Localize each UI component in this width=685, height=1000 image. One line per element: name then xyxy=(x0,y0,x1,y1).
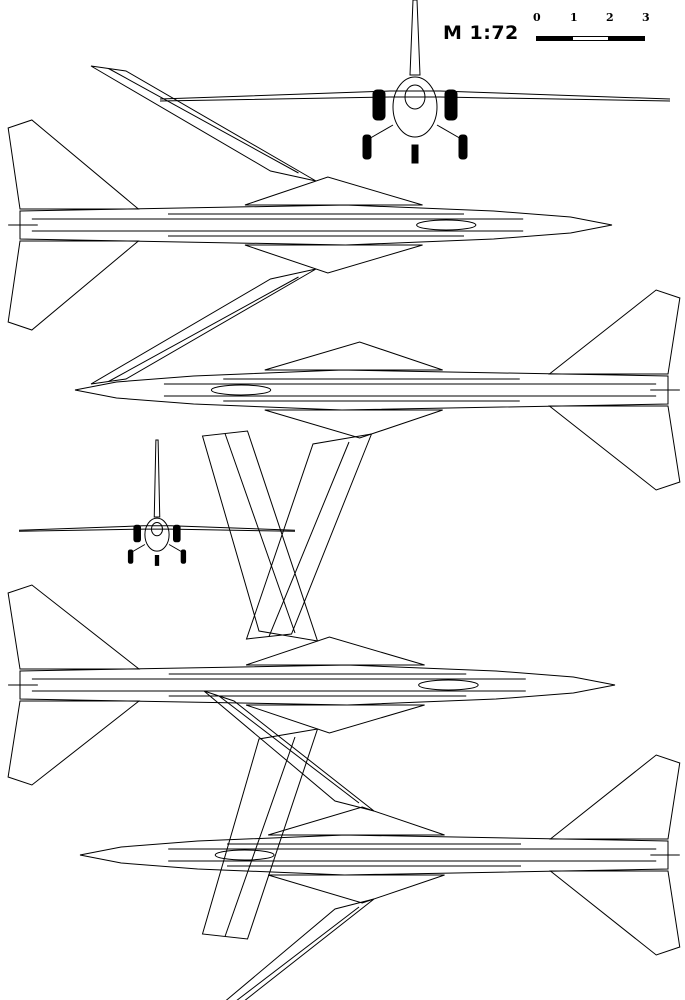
wing xyxy=(225,898,375,1000)
bottom-view-wings-mid xyxy=(79,690,681,1000)
scale-tick-2: 2 xyxy=(606,11,614,24)
wing xyxy=(18,525,296,531)
front-view-small xyxy=(18,439,296,566)
flap-line xyxy=(108,68,299,174)
flap-line xyxy=(224,736,296,937)
scale-segment xyxy=(572,36,609,41)
flap-line xyxy=(218,695,360,804)
horizontal-stabilizer xyxy=(7,700,141,786)
wing-glove xyxy=(264,409,443,439)
scale-label: M 1:72 xyxy=(443,22,519,44)
landing-gear-strut xyxy=(436,124,464,141)
air-intake xyxy=(173,524,181,543)
canopy xyxy=(404,84,426,110)
top-view-wings-swept xyxy=(7,65,613,385)
wing xyxy=(245,433,373,640)
scale-segment xyxy=(536,36,573,41)
main-wheel xyxy=(458,134,468,160)
scale-segment xyxy=(608,36,645,41)
wing-glove xyxy=(245,704,425,734)
wing-glove xyxy=(264,341,443,371)
fuselage xyxy=(144,517,170,552)
horizontal-stabilizer xyxy=(548,754,681,840)
canopy xyxy=(151,522,163,537)
main-wheel xyxy=(127,549,134,564)
air-intake xyxy=(372,89,386,121)
horizontal-stabilizer xyxy=(547,289,681,375)
flap-line xyxy=(224,433,296,634)
fuselage-outline xyxy=(74,369,669,411)
main-wheel xyxy=(180,549,187,564)
flap-line xyxy=(108,276,299,382)
wing xyxy=(203,690,375,812)
canopy xyxy=(214,849,275,861)
nose-wheel xyxy=(411,144,419,164)
bottom-view-wings-swept xyxy=(74,289,681,640)
fuselage-outline xyxy=(79,834,669,876)
landing-gear-strut xyxy=(130,544,146,554)
scale-tick-1: 1 xyxy=(570,11,578,24)
wing xyxy=(201,728,319,940)
wing xyxy=(201,430,319,642)
wing xyxy=(90,268,317,385)
wing-glove xyxy=(244,176,423,206)
landing-gear-strut xyxy=(366,124,394,141)
canopy xyxy=(210,384,272,396)
canopy xyxy=(418,679,479,691)
fuselage-outline xyxy=(19,204,613,246)
wing-glove xyxy=(245,636,425,666)
nose-wheel xyxy=(154,555,160,566)
fuselage xyxy=(392,76,438,138)
front-view-large xyxy=(159,0,671,164)
wing xyxy=(90,65,317,182)
horizontal-stabilizer xyxy=(7,119,140,210)
horizontal-stabilizer xyxy=(547,405,681,491)
scale-tick-0: 0 xyxy=(533,11,541,24)
wing xyxy=(159,90,671,100)
wing-glove xyxy=(244,244,423,274)
canopy xyxy=(416,219,477,231)
fuselage-outline xyxy=(19,664,616,706)
wing xyxy=(159,96,671,102)
wing-glove xyxy=(268,806,445,836)
air-intake xyxy=(444,89,458,121)
flap-line xyxy=(268,441,350,637)
horizontal-stabilizer xyxy=(548,870,681,956)
horizontal-stabilizer xyxy=(7,240,140,331)
horizontal-stabilizer xyxy=(7,584,141,670)
wing-glove xyxy=(268,874,445,904)
vertical-fin xyxy=(409,0,421,76)
air-intake xyxy=(133,524,141,543)
wing xyxy=(18,528,296,532)
scale-tick-3: 3 xyxy=(642,11,650,24)
flap-line xyxy=(236,906,360,1000)
vertical-fin xyxy=(153,439,161,518)
top-view-wings-spread xyxy=(7,430,616,940)
landing-gear-strut xyxy=(168,544,184,554)
main-wheel xyxy=(362,134,372,160)
